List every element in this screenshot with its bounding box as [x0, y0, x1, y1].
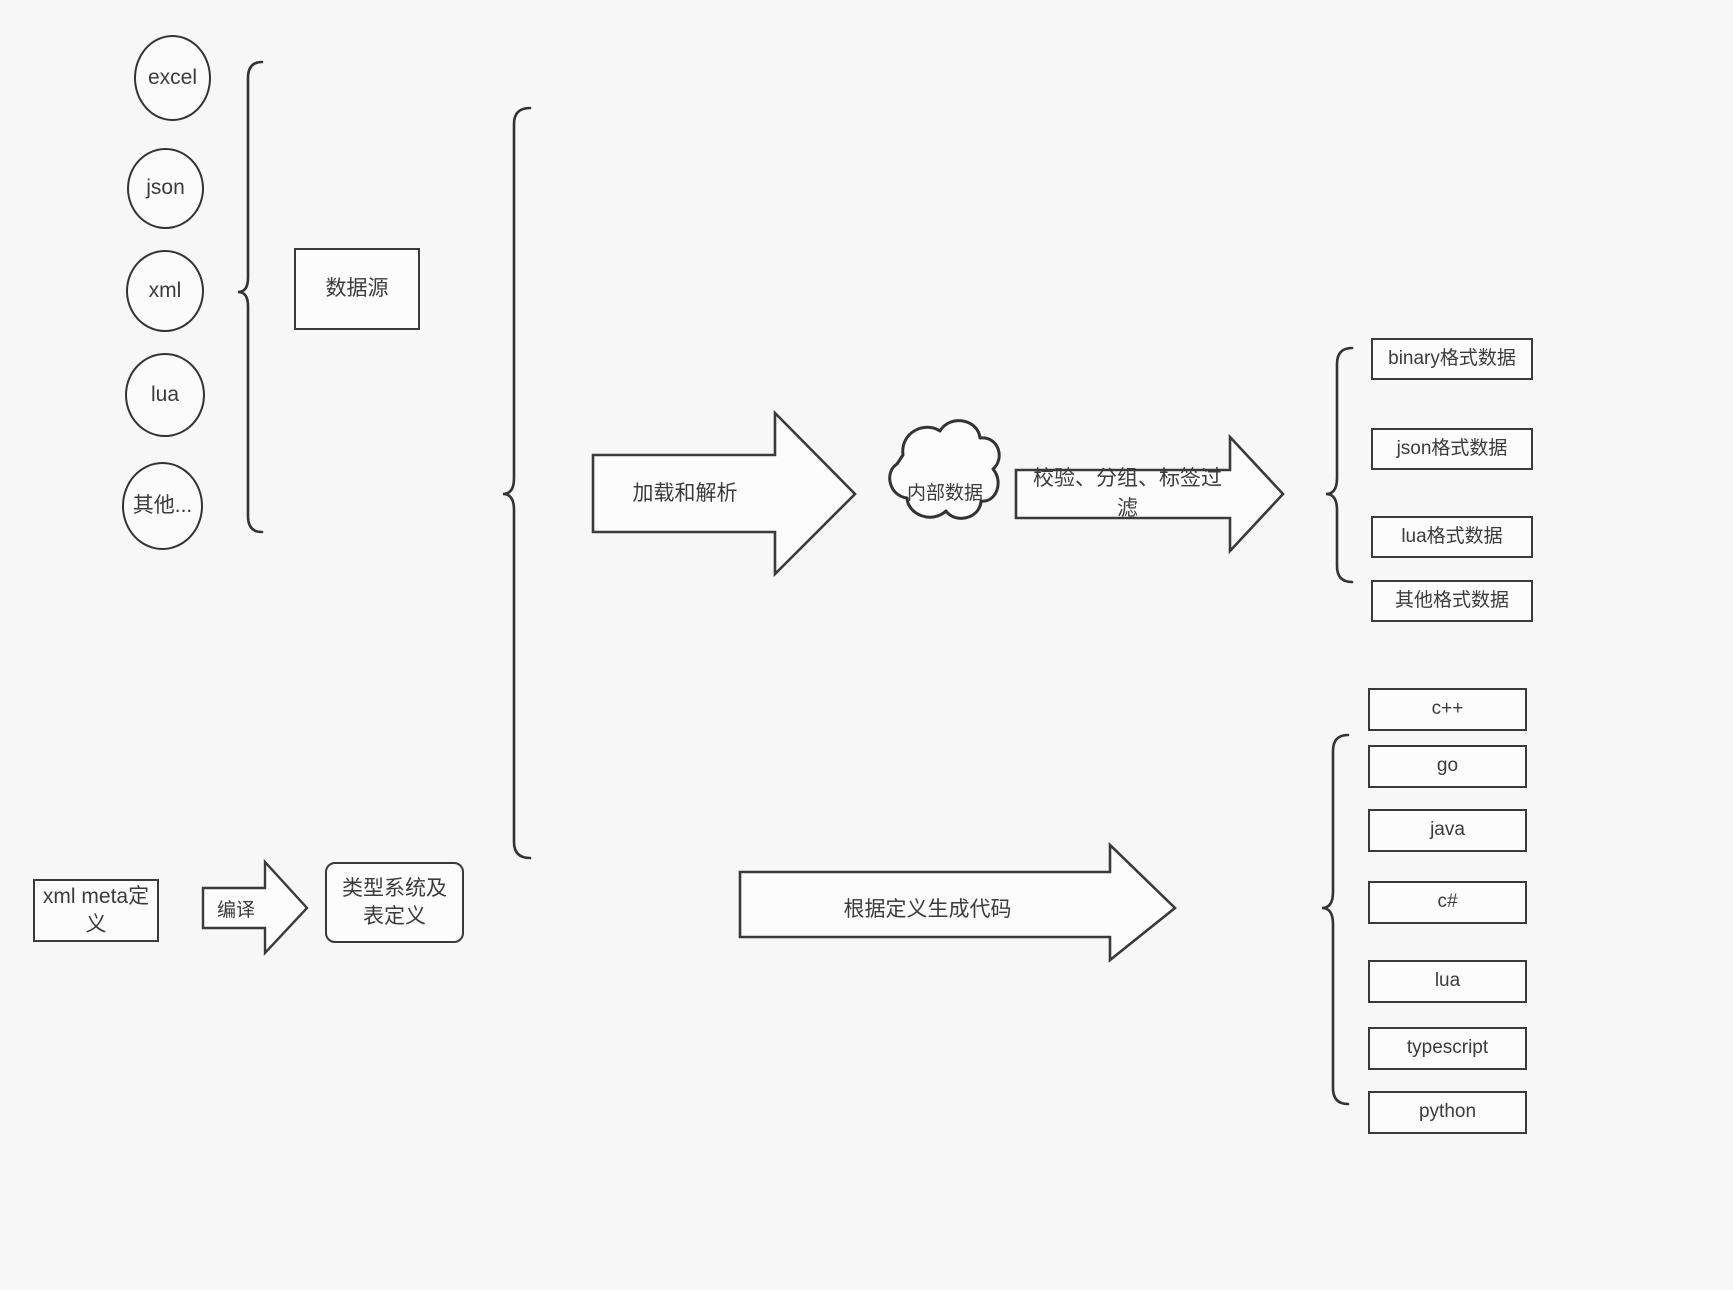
data-source-box[interactable]: 数据源: [294, 248, 420, 330]
source-ellipse-xml[interactable]: xml: [126, 250, 204, 332]
sources-brace: [237, 60, 264, 534]
source-ellipse-other[interactable]: 其他...: [122, 462, 203, 550]
language-box-go[interactable]: go: [1368, 745, 1527, 788]
data-formats-brace: [1325, 346, 1354, 584]
language-label: go: [1436, 755, 1459, 777]
validate-group-filter-arrow: [1014, 433, 1285, 555]
internal-data-cloud-label: 内部数据: [906, 482, 983, 504]
language-label: typescript: [1406, 1037, 1489, 1059]
source-label: xml: [148, 278, 182, 302]
source-label: json: [146, 176, 185, 200]
load-parse-arrow: [591, 409, 857, 578]
source-label: excel: [147, 65, 198, 89]
language-label: c++: [1431, 698, 1464, 720]
output-box-other[interactable]: 其他格式数据: [1371, 580, 1533, 622]
codegen-arrow: [738, 841, 1177, 963]
type-system-label: 类型系统及表定义: [342, 877, 447, 928]
source-ellipse-lua[interactable]: lua: [125, 353, 205, 437]
language-label: c#: [1437, 891, 1458, 913]
source-label: lua: [150, 382, 180, 406]
internal-data-cloud: [888, 419, 1001, 520]
languages-brace: [1321, 733, 1350, 1106]
output-box-lua[interactable]: lua格式数据: [1371, 516, 1533, 558]
language-box-python[interactable]: python: [1368, 1091, 1527, 1134]
output-label: lua格式数据: [1401, 525, 1503, 547]
data-source-label: 数据源: [325, 277, 389, 301]
language-box-typescript[interactable]: typescript: [1368, 1027, 1527, 1070]
output-box-json[interactable]: json格式数据: [1371, 428, 1533, 470]
output-label: binary格式数据: [1388, 347, 1516, 369]
type-system-box[interactable]: 类型系统及表定义: [325, 862, 464, 943]
output-label: 其他格式数据: [1394, 589, 1509, 611]
pipeline-input-brace: [502, 106, 532, 860]
xml-meta-definition-box[interactable]: xml meta定义: [33, 879, 159, 942]
language-box-lua[interactable]: lua: [1368, 960, 1527, 1003]
language-box-java[interactable]: java: [1368, 809, 1527, 852]
language-label: lua: [1434, 970, 1461, 992]
language-box-csharp[interactable]: c#: [1368, 881, 1527, 924]
language-label: python: [1418, 1101, 1477, 1123]
language-box-cpp[interactable]: c++: [1368, 688, 1527, 731]
compile-arrow: [201, 858, 309, 957]
source-ellipse-excel[interactable]: excel: [134, 35, 211, 121]
language-label: java: [1430, 819, 1465, 841]
xml-meta-definition-label: xml meta定义: [42, 885, 150, 936]
output-label: json格式数据: [1396, 437, 1508, 459]
output-box-binary[interactable]: binary格式数据: [1371, 338, 1533, 380]
source-label: 其他...: [132, 493, 193, 517]
source-ellipse-json[interactable]: json: [127, 148, 204, 229]
